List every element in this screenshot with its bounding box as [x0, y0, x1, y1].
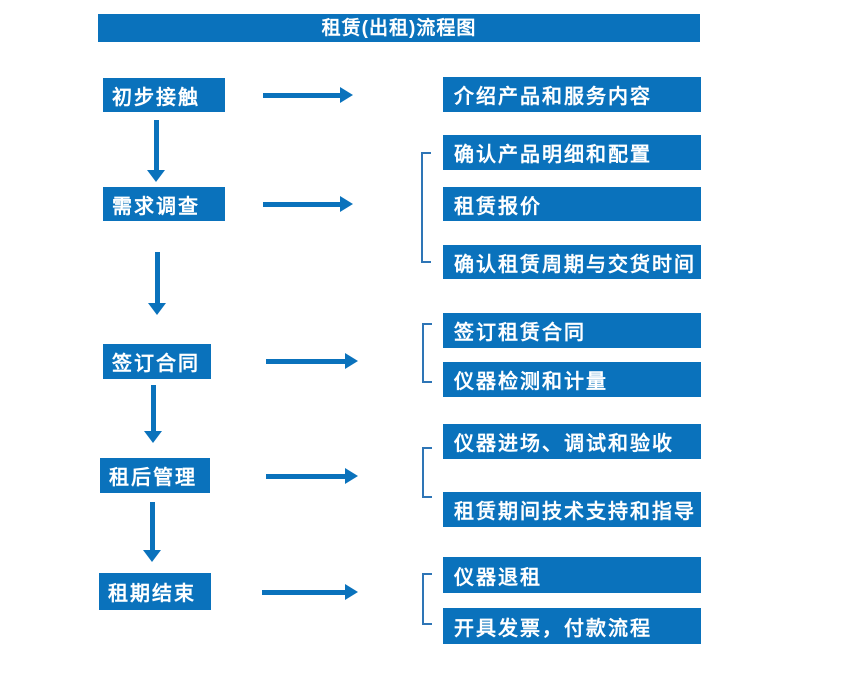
arrow-shaft	[154, 252, 160, 303]
stage-box-rental-end: 租期结束	[99, 573, 211, 610]
detail-box-sign-rental-contract: 签订租赁合同	[443, 313, 701, 348]
detail-box-confirm-rental-period: 确认租赁周期与交货时间	[443, 245, 701, 279]
arrow-shaft	[266, 358, 345, 364]
group-bracket-rental-end	[422, 573, 432, 625]
down-arrow-icon-3	[144, 385, 162, 443]
detail-box-instrument-return: 仪器退租	[443, 557, 701, 593]
arrow-shaft	[266, 473, 345, 479]
detail-box-rental-quotation: 租赁报价	[443, 187, 701, 221]
arrow-head	[147, 170, 165, 182]
down-arrow-icon-4	[143, 502, 161, 562]
right-arrow-icon-5	[262, 584, 358, 600]
arrow-head	[345, 353, 358, 369]
right-arrow-icon-4	[266, 468, 358, 484]
down-arrow-icon-2	[148, 252, 166, 315]
arrow-head	[345, 584, 358, 600]
arrow-shaft	[150, 385, 156, 431]
arrow-shaft	[263, 201, 340, 207]
arrow-head	[345, 468, 358, 484]
down-arrow-icon-1	[147, 120, 165, 182]
stage-box-sign-contract: 签订合同	[103, 344, 211, 379]
stage-box-initial-contact: 初步接触	[103, 78, 225, 112]
flowchart-title: 租赁(出租)流程图	[98, 14, 700, 42]
detail-box-instrument-testing: 仪器检测和计量	[443, 362, 701, 397]
arrow-head	[144, 431, 162, 443]
arrow-head	[148, 303, 166, 315]
arrow-head	[340, 196, 353, 212]
detail-box-invoice-payment: 开具发票，付款流程	[443, 608, 701, 644]
group-bracket-demand-survey	[421, 152, 431, 263]
right-arrow-icon-3	[266, 353, 358, 369]
stage-box-post-rental-management: 租后管理	[100, 458, 210, 493]
arrow-shaft	[153, 120, 159, 170]
arrow-shaft	[263, 92, 340, 98]
arrow-shaft	[149, 502, 155, 550]
detail-box-confirm-product-details: 确认产品明细和配置	[443, 135, 701, 170]
right-arrow-icon-2	[263, 196, 353, 212]
detail-box-introduce-products: 介绍产品和服务内容	[443, 77, 701, 112]
arrow-head	[340, 87, 353, 103]
right-arrow-icon-1	[263, 87, 353, 103]
arrow-shaft	[262, 589, 345, 595]
detail-box-instrument-setup-acceptance: 仪器进场、调试和验收	[443, 424, 701, 459]
arrow-head	[143, 550, 161, 562]
group-bracket-post-rental	[422, 447, 432, 498]
stage-box-demand-survey: 需求调查	[103, 187, 225, 221]
group-bracket-sign-contract	[422, 323, 432, 383]
detail-box-technical-support: 租赁期间技术支持和指导	[443, 492, 701, 527]
